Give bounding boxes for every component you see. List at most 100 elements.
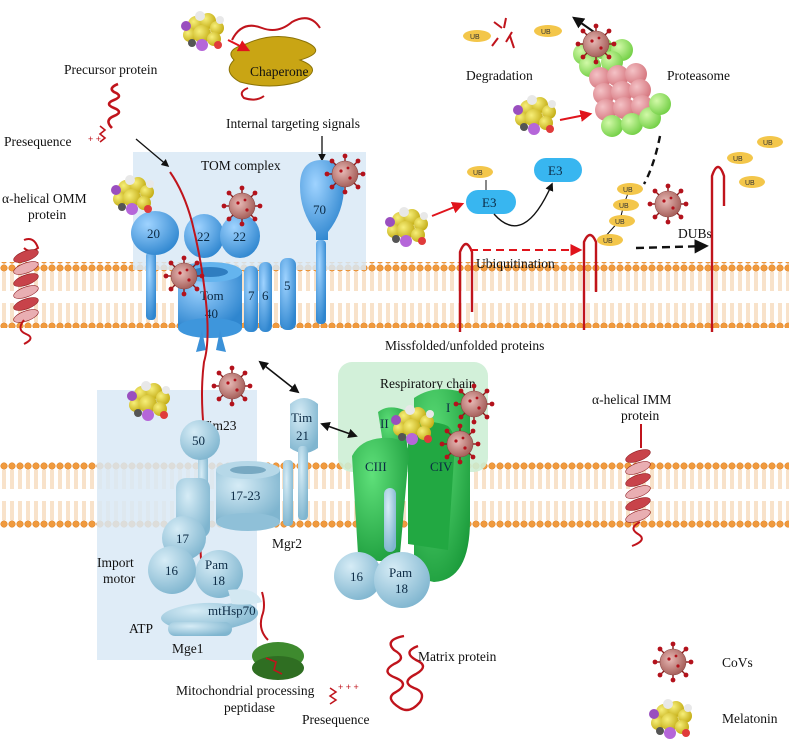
matrix-protein-chain	[386, 634, 425, 712]
virus-tom70	[323, 152, 367, 196]
melatonin-chaperone	[181, 11, 224, 51]
legend-virus-icon	[651, 640, 695, 684]
internal-targeting-label: Internal targeting signals	[226, 116, 360, 131]
virus-complex-iv	[438, 422, 482, 466]
misfolded-protein-2	[582, 233, 598, 330]
degradation-label: Degradation	[466, 68, 533, 83]
tom20: 20	[131, 211, 179, 320]
mgr2-label: Mgr2	[272, 536, 302, 551]
svg-text:mtHsp70: mtHsp70	[208, 603, 256, 618]
imm-protein-label-1: α-helical IMM	[592, 392, 671, 407]
svg-text:UB: UB	[470, 34, 480, 41]
presequence-chain-top	[98, 125, 107, 143]
tom22-right: 22	[220, 214, 260, 258]
tom6: 6	[259, 262, 272, 332]
svg-text:40: 40	[205, 306, 218, 321]
melatonin-proteasome	[513, 95, 556, 135]
presequence-charges-top: + +	[88, 134, 101, 144]
import-motor: 17 Pam 18 16 mtHsp70	[148, 478, 262, 636]
svg-text:UB: UB	[745, 180, 755, 187]
chain-to-mpp	[259, 591, 269, 641]
e3-transfer-arrow	[493, 182, 554, 227]
tim21: Tim 21	[290, 398, 318, 520]
svg-text:17-23: 17-23	[230, 488, 260, 503]
ub-fragments: UB UB	[463, 17, 562, 49]
svg-text:70: 70	[313, 202, 326, 217]
dubs-label: DUBs	[678, 226, 712, 241]
svg-text:Pam: Pam	[205, 557, 228, 572]
svg-text:Tom: Tom	[200, 288, 224, 303]
legend-melatonin-icon	[649, 699, 692, 739]
legend: CoVs Melatonin	[649, 640, 778, 739]
svg-text:22: 22	[197, 229, 210, 244]
degradation-arrow	[572, 16, 595, 33]
svg-text:20: 20	[147, 226, 160, 241]
deubiquitinated-protein	[710, 165, 726, 332]
presequence-bottom-label: Presequence	[302, 712, 369, 727]
proteasome-label: Proteasome	[667, 68, 730, 83]
svg-text:5: 5	[284, 278, 291, 293]
tom-tim-arrow	[258, 360, 300, 394]
complex-iv: CIV	[408, 422, 456, 550]
precursor-protein-chain	[107, 82, 121, 129]
omm-protein-label-1: α-helical OMM	[2, 191, 87, 206]
presequence-chain-bottom	[328, 687, 338, 705]
svg-text:UB: UB	[541, 29, 551, 36]
melatonin-e3	[385, 207, 428, 247]
svg-text:UB: UB	[733, 156, 743, 163]
legend-melatonin-label: Melatonin	[722, 711, 778, 726]
pam16-18-right: 16 Pam 18	[334, 552, 430, 608]
ub-to-proteasome-dashed	[642, 135, 662, 185]
matrix-protein-label: Matrix protein	[418, 649, 497, 664]
omm-protein-label-2: protein	[28, 207, 66, 222]
svg-text:50: 50	[192, 433, 205, 448]
outer-membrane	[0, 262, 789, 328]
respiratory-chain-label: Respiratory chain	[380, 376, 476, 391]
svg-text:UB: UB	[473, 170, 483, 177]
svg-text:Pam: Pam	[389, 565, 412, 580]
svg-text:Tim: Tim	[291, 410, 312, 425]
svg-text:7: 7	[248, 288, 255, 303]
atp-label: ATP	[129, 621, 153, 636]
imm-protein-label-2: protein	[621, 408, 659, 423]
presequence-charges-bottom: + + +	[338, 682, 359, 692]
svg-text:UB: UB	[603, 238, 613, 245]
pam-anchor	[384, 488, 396, 552]
mpp-enzyme	[252, 642, 304, 680]
svg-text:UB: UB	[763, 140, 773, 147]
mgr2	[283, 460, 293, 526]
tom7: 7	[244, 266, 258, 332]
presequence-top-label: Presequence	[4, 134, 71, 149]
tom-complex-label: TOM complex	[201, 158, 281, 173]
dubs-arrow	[635, 239, 709, 254]
import-motor-label-2: motor	[103, 571, 136, 586]
precursor-arrow	[135, 138, 170, 168]
virus-tom40	[162, 254, 206, 298]
virus-dubs	[646, 182, 690, 226]
ub-chain: UB UB UB UB	[597, 183, 643, 246]
melatonin-e3-arrow	[431, 201, 465, 217]
svg-text:16: 16	[165, 563, 179, 578]
chaperone-label: Chaperone	[250, 64, 308, 79]
svg-text:16: 16	[350, 569, 364, 584]
svg-text:CIII: CIII	[365, 459, 387, 474]
melatonin-tom20	[111, 175, 154, 215]
e3-ligase-right: E3	[534, 158, 582, 182]
mge1-label: Mge1	[172, 641, 204, 656]
svg-text:E3: E3	[548, 163, 562, 178]
svg-text:21: 21	[296, 428, 309, 443]
virus-tim	[210, 364, 254, 408]
complex-iii: CIII	[352, 437, 410, 561]
svg-text:I: I	[446, 400, 450, 415]
svg-text:UB: UB	[623, 187, 633, 194]
mpp-label-1: Mitochondrial processing	[176, 683, 315, 698]
virus-proteasome	[574, 22, 618, 66]
precursor-protein-label: Precursor protein	[64, 62, 158, 77]
svg-text:18: 18	[395, 581, 408, 596]
imm-helix-protein	[625, 424, 651, 547]
e3-ligase-left: E3 UB	[466, 166, 516, 214]
melatonin-chaperone-arrow	[227, 39, 251, 52]
ubiquitination-label: Ubiquitination	[476, 256, 555, 271]
melatonin-proteasome-arrow	[559, 109, 593, 122]
